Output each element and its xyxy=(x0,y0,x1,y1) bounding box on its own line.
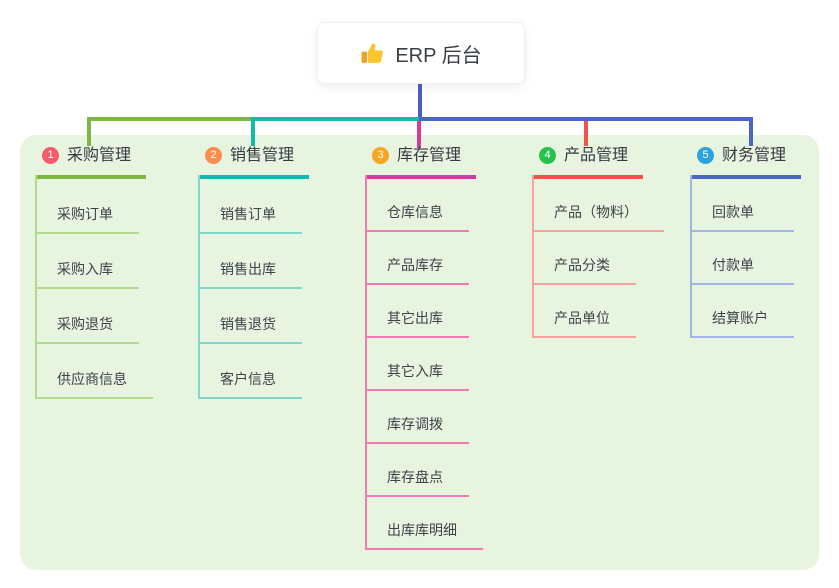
connector-line xyxy=(35,175,37,399)
branch-children: 仓库信息 产品库存 其它出库 其它入库 库存调拨 库存盘点 出库库明细 xyxy=(365,175,483,550)
child-node[interactable]: 产品库存 xyxy=(365,232,469,285)
branch-product: 4 产品管理 产品（物料） 产品分类 产品单位 xyxy=(532,143,664,338)
connector-drop-finance xyxy=(749,117,753,146)
branch-label: 销售管理 xyxy=(230,147,295,164)
child-node[interactable]: 其它出库 xyxy=(365,285,469,338)
child-node[interactable]: 库存盘点 xyxy=(365,444,469,497)
branch-number-badge: 2 xyxy=(205,147,222,164)
branch-children: 销售订单 销售出库 销售退货 客户信息 xyxy=(198,175,302,399)
child-node[interactable]: 销售出库 xyxy=(198,234,302,289)
child-node[interactable]: 客户信息 xyxy=(198,344,302,399)
child-node[interactable]: 结算账户 xyxy=(690,285,794,338)
child-node[interactable]: 采购入库 xyxy=(35,234,139,289)
root-node[interactable]: ERP 后台 xyxy=(317,22,525,84)
branch-label: 产品管理 xyxy=(564,147,629,164)
root-label: ERP 后台 xyxy=(395,44,482,67)
branch-sales: 2 销售管理 销售订单 销售出库 销售退货 客户信息 xyxy=(198,143,310,399)
child-node[interactable]: 供应商信息 xyxy=(35,344,153,399)
connector-line xyxy=(198,175,200,399)
branch-number-badge: 4 xyxy=(539,147,556,164)
child-node[interactable]: 产品单位 xyxy=(532,285,636,338)
branch-label: 库存管理 xyxy=(397,147,462,164)
branch-header-finance[interactable]: 5 财务管理 xyxy=(690,143,802,179)
child-node[interactable]: 其它入库 xyxy=(365,338,469,391)
child-node[interactable]: 库存调拨 xyxy=(365,391,469,444)
branch-children: 采购订单 采购入库 采购退货 供应商信息 xyxy=(35,175,153,399)
branch-label: 采购管理 xyxy=(67,147,132,164)
child-node[interactable]: 产品（物料） xyxy=(532,179,664,232)
connector-line xyxy=(365,175,367,550)
child-node[interactable]: 出库库明细 xyxy=(365,497,483,550)
child-node[interactable]: 采购订单 xyxy=(35,179,139,234)
connector-line xyxy=(690,175,692,338)
connector-drop-sales xyxy=(251,117,255,146)
branch-inventory: 3 库存管理 仓库信息 产品库存 其它出库 其它入库 库存调拨 库存盘点 出库库… xyxy=(365,143,483,550)
branch-header-purchase[interactable]: 1 采购管理 xyxy=(35,143,147,179)
branch-header-sales[interactable]: 2 销售管理 xyxy=(198,143,310,179)
child-node[interactable]: 仓库信息 xyxy=(365,179,469,232)
child-node[interactable]: 产品分类 xyxy=(532,232,636,285)
connector-bus-purchase xyxy=(87,117,251,121)
branch-header-product[interactable]: 4 产品管理 xyxy=(532,143,644,179)
connector-drop-purchase xyxy=(87,117,91,146)
child-node[interactable]: 销售退货 xyxy=(198,289,302,344)
branch-purchase: 1 采购管理 采购订单 采购入库 采购退货 供应商信息 xyxy=(35,143,153,399)
branch-finance: 5 财务管理 回款单 付款单 结算账户 xyxy=(690,143,802,338)
connector-bus-sales xyxy=(251,117,419,121)
thumbs-up-icon xyxy=(360,41,385,66)
child-node[interactable]: 回款单 xyxy=(690,179,794,232)
branch-label: 财务管理 xyxy=(722,147,787,164)
child-node[interactable]: 付款单 xyxy=(690,232,794,285)
connector-root xyxy=(418,82,422,121)
connector-drop-product xyxy=(584,121,588,146)
child-node[interactable]: 销售订单 xyxy=(198,179,302,234)
branch-header-inventory[interactable]: 3 库存管理 xyxy=(365,143,477,179)
branch-number-badge: 5 xyxy=(697,147,714,164)
child-node[interactable]: 采购退货 xyxy=(35,289,139,344)
branch-children: 产品（物料） 产品分类 产品单位 xyxy=(532,175,664,338)
branch-children: 回款单 付款单 结算账户 xyxy=(690,175,794,338)
connector-line xyxy=(532,175,534,338)
connector-bus-finance xyxy=(419,117,753,121)
branches-panel xyxy=(20,135,819,570)
connector-drop-inventory xyxy=(417,121,421,148)
branch-number-badge: 3 xyxy=(372,147,389,164)
branch-number-badge: 1 xyxy=(42,147,59,164)
